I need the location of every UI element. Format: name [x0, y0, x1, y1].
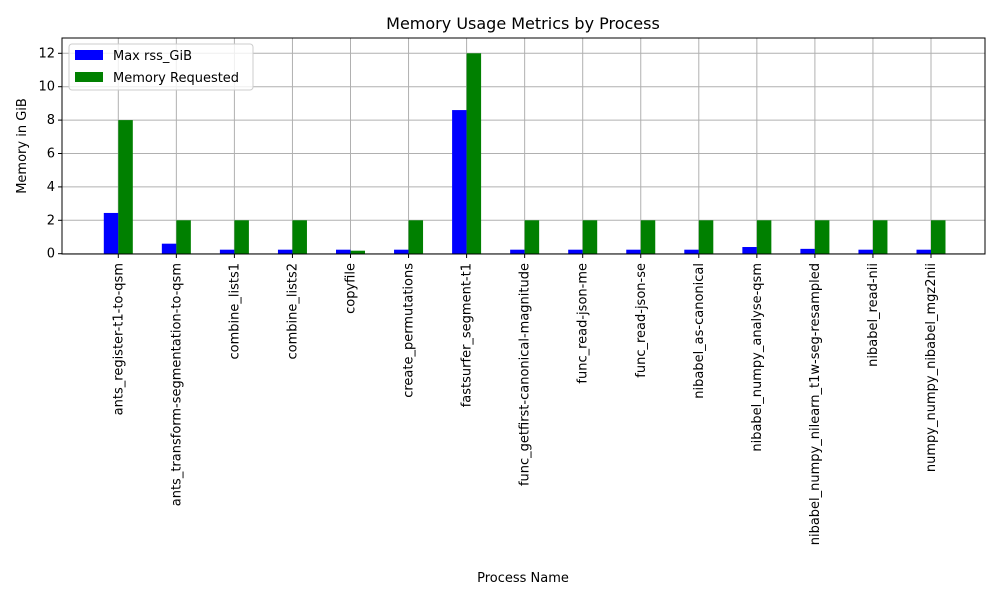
x-tick-label: numpy_numpy_nibabel_mgz2nii — [924, 263, 939, 472]
x-tick-label: combine_lists1 — [227, 263, 242, 360]
bar-max-rss — [277, 249, 293, 254]
x-tick-label: fastsurfer_segment-t1 — [460, 263, 475, 407]
bar-max-rss — [103, 212, 119, 254]
y-tick-label: 2 — [47, 213, 55, 228]
bar-memory-requested — [582, 220, 598, 254]
legend-label-memory-requested: Memory Requested — [113, 71, 239, 86]
legend-label-max-rss: Max rss_GiB — [113, 49, 192, 64]
y-tick-label: 4 — [47, 180, 55, 195]
bar-max-rss — [626, 249, 641, 254]
x-tick-label: ants_transform-segmentation-to-qsm — [169, 263, 184, 506]
x-tick-label: func_getfirst-canonical-magnitude — [518, 263, 533, 486]
x-tick-label: nibabel_numpy_analyse-qsm — [750, 263, 765, 452]
bar-max-rss — [219, 249, 235, 254]
bar-max-rss — [800, 248, 815, 254]
legend-swatch-memory-requested — [75, 72, 103, 82]
x-tick-label: nibabel_as-canonical — [692, 263, 707, 399]
bar-memory-requested — [524, 220, 540, 254]
bar-max-rss — [394, 249, 409, 254]
bar-max-rss — [742, 247, 757, 254]
bar-memory-requested — [466, 53, 482, 254]
y-tick-label: 10 — [38, 80, 55, 95]
bar-max-rss — [452, 110, 467, 254]
chart-title: Memory Usage Metrics by Process — [386, 14, 660, 33]
bar-memory-requested — [350, 250, 365, 254]
y-tick-label: 12 — [38, 46, 55, 61]
bar-max-rss — [161, 243, 177, 254]
bar-memory-requested — [756, 220, 772, 254]
plot-frame — [61, 37, 986, 255]
bar-memory-requested — [640, 220, 656, 254]
x-tick-label: nibabel_read-nii — [866, 263, 881, 367]
bar-memory-requested — [234, 220, 249, 254]
y-axis-label: Memory in GiB — [15, 98, 30, 194]
x-axis-label: Process Name — [477, 571, 569, 586]
legend: Max rss_GiB Memory Requested — [68, 43, 254, 91]
bar-memory-requested — [814, 220, 830, 254]
bar-memory-requested — [931, 220, 946, 254]
x-tick-label: func_read-json-me — [576, 263, 591, 384]
bar-memory-requested — [872, 220, 888, 254]
bar-memory-requested — [292, 220, 307, 254]
bar-max-rss — [510, 249, 525, 254]
x-tick-label: func_read-json-se — [634, 263, 649, 378]
bar-max-rss — [568, 249, 583, 254]
bar-max-rss — [858, 249, 873, 254]
x-tick-label: create_permutations — [402, 263, 417, 398]
bar-memory-requested — [698, 220, 714, 254]
legend-swatch-max-rss — [75, 50, 103, 60]
bar-max-rss — [916, 249, 931, 254]
y-tick-label: 0 — [47, 247, 55, 262]
x-tick-label: ants_register-t1-to-qsm — [111, 263, 126, 415]
bar-memory-requested — [408, 220, 424, 254]
bar-memory-requested — [176, 220, 191, 254]
bar-max-rss — [336, 249, 351, 254]
x-tick-label: nibabel_numpy_nilearn_t1w-seg-resampled — [808, 263, 823, 545]
y-tick-label: 6 — [47, 147, 55, 162]
bar-memory-requested — [118, 120, 133, 254]
bar-max-rss — [684, 249, 699, 254]
y-tick-label: 8 — [47, 113, 55, 128]
x-tick-label: copyfile — [344, 263, 359, 314]
x-tick-label: combine_lists2 — [285, 263, 300, 360]
